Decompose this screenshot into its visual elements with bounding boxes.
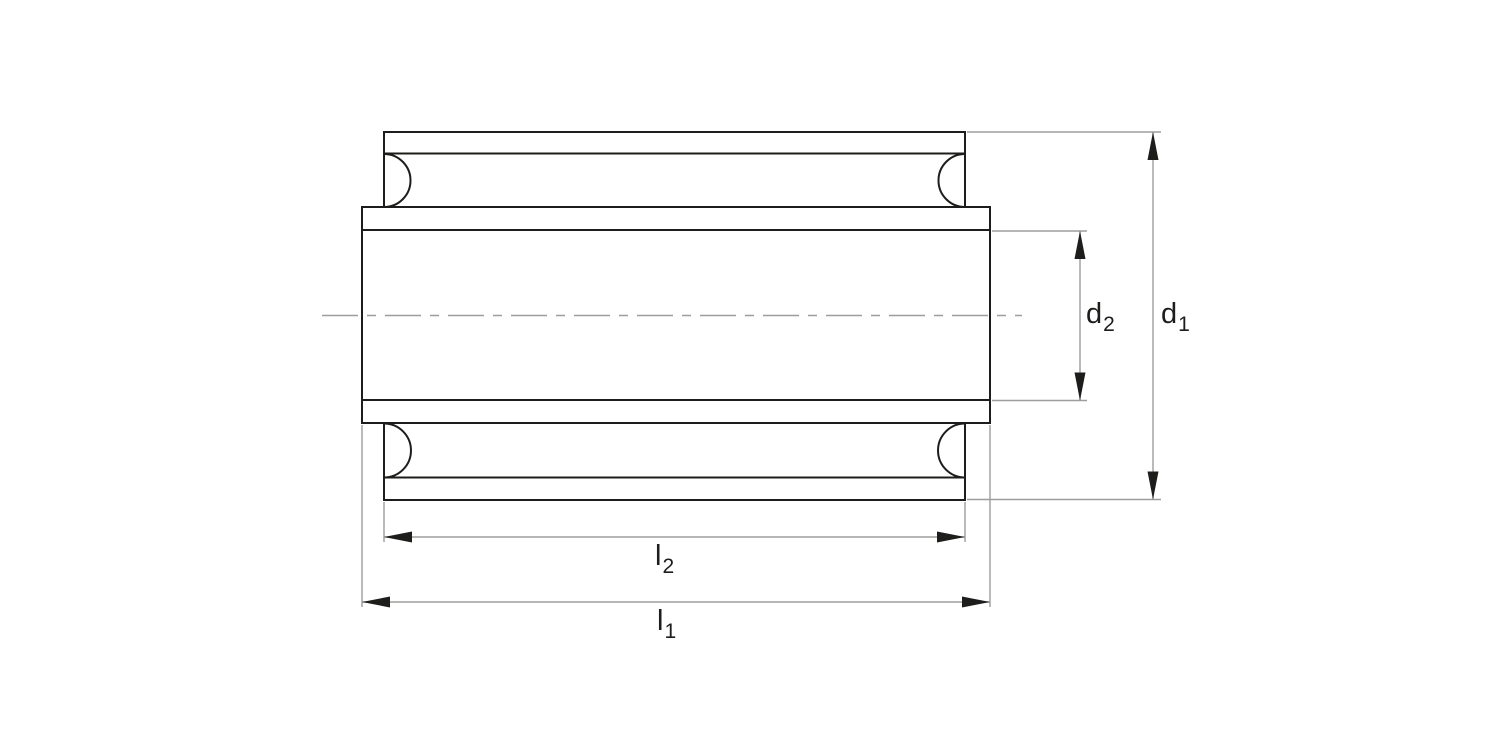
dim-label-d1: d1	[1161, 298, 1190, 336]
dim-label-d2: d2	[1086, 298, 1115, 336]
l2-arrow-right-icon	[937, 531, 965, 543]
d1-arrow-up-icon	[1147, 132, 1159, 160]
l1-arrow-right-icon	[962, 596, 990, 608]
part-outline	[361, 131, 991, 501]
dimension-d2	[992, 230, 1087, 402]
d1-arrow-down-icon	[1147, 471, 1159, 500]
bottom-sleeve-rect	[383, 422, 966, 501]
d2-arrow-down-icon	[1074, 372, 1086, 401]
dim-label-d2-base: d	[1086, 298, 1103, 330]
bottom-roller-arc-left	[383, 422, 412, 479]
dim-label-d1-base: d	[1161, 298, 1178, 330]
top-sleeve-rect	[383, 131, 966, 208]
dim-label-l1-base: l	[657, 605, 664, 637]
dimension-d1	[967, 131, 1161, 501]
dim-label-l2-sub: 2	[662, 555, 675, 578]
dim-label-l1-sub: 1	[664, 620, 677, 643]
dim-label-l2-base: l	[655, 540, 662, 572]
l1-arrow-left-icon	[362, 596, 390, 608]
dim-label-l2: l2	[655, 540, 674, 578]
dimension-l2	[383, 502, 966, 543]
bottom-roller-arc-right	[937, 422, 966, 479]
dimension-l1	[361, 425, 991, 608]
d2-arrow-up-icon	[1074, 231, 1086, 259]
dim-label-l1: l1	[657, 605, 676, 643]
dim-label-d2-sub: 2	[1103, 313, 1115, 336]
top-roller-arc-right	[937, 153, 966, 208]
dim-label-d1-sub: 1	[1178, 313, 1190, 336]
top-roller-arc-left	[383, 153, 412, 208]
l2-arrow-left-icon	[384, 531, 412, 543]
